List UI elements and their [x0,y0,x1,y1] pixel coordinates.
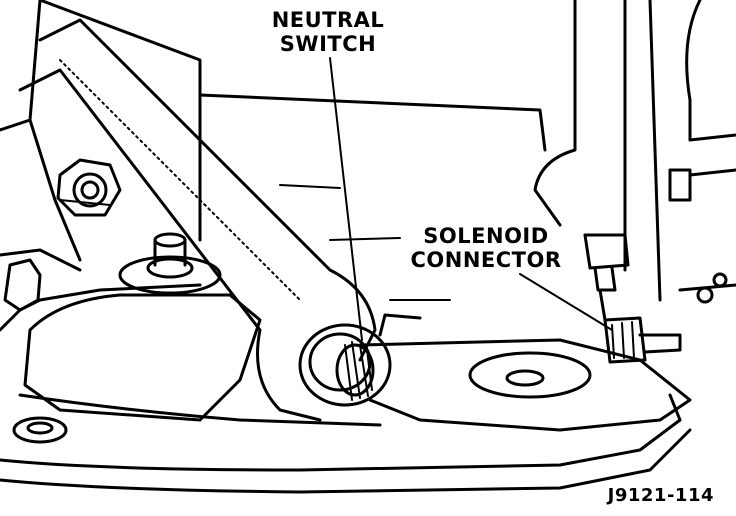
side-bolt [3,258,42,312]
neutral-switch-label-line2: SWITCH [279,32,377,56]
neutral-switch-label: NEUTRAL SWITCH [262,8,394,56]
transmission-case [0,0,692,494]
neutral-switch [298,323,392,407]
wrench-handle [18,18,377,422]
solenoid-connector-label: SOLENOID CONNECTOR [400,224,572,272]
figure-id: J9121-114 [607,485,714,506]
solenoid-connector [583,233,682,364]
solenoid-connector-leader [519,273,613,331]
stud-and-washer [118,232,222,295]
pan-bolt-lower [12,416,68,444]
solenoid-connector-label-line2: CONNECTOR [410,248,562,272]
cooler-line-bracket [533,0,736,304]
neutral-switch-leader [329,57,363,341]
neutral-switch-label-line1: NEUTRAL [271,8,385,32]
solenoid-connector-label-line1: SOLENOID [423,224,549,248]
valve-body-housing [23,293,692,432]
hex-bolt-upper [56,158,122,217]
